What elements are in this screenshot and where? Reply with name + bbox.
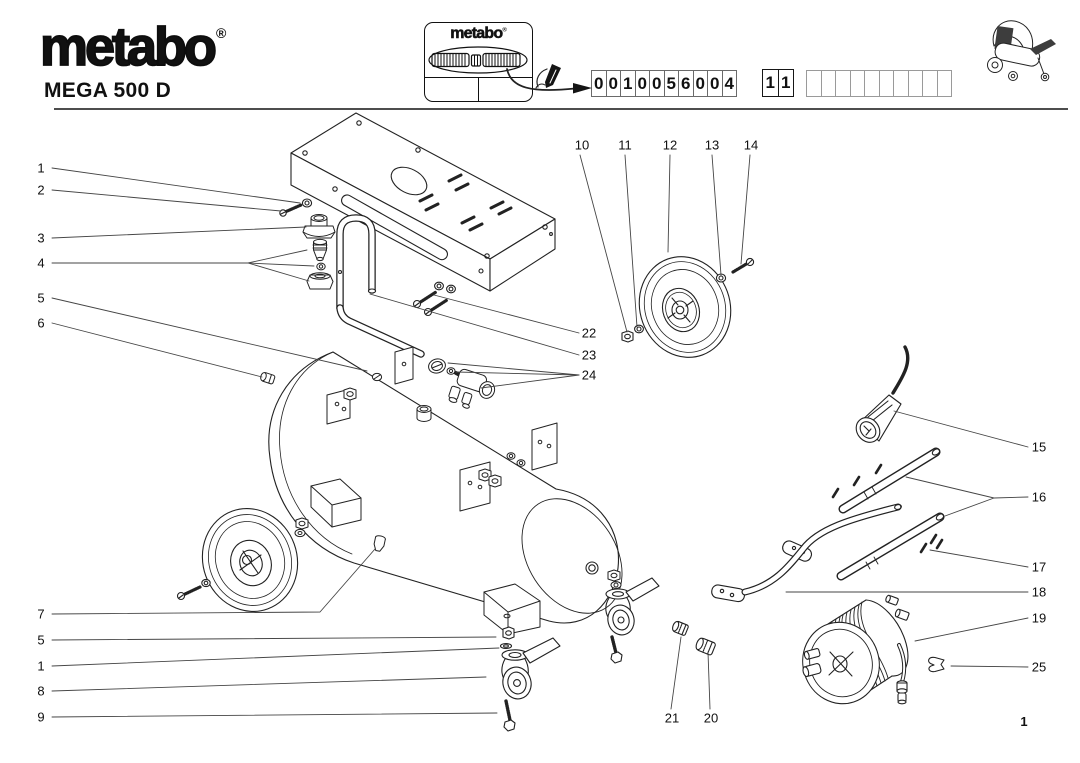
- empty-entry-cell: [936, 70, 952, 97]
- leader-line: [51, 548, 376, 615]
- leader-line: [51, 297, 368, 372]
- leader-line: [740, 154, 751, 265]
- suffix-digit-cell: 1: [777, 69, 794, 97]
- leader-line: [247, 262, 315, 267]
- part-handle-grips: [831, 447, 945, 581]
- part-pressure-pipe: [336, 214, 425, 358]
- leader-line: [893, 410, 1029, 448]
- leader-line: [944, 497, 995, 517]
- leader-line: [711, 154, 722, 276]
- part-tank-brackets: [310, 346, 558, 635]
- leader-line: [707, 651, 711, 710]
- metabo-logo: metabo®: [39, 17, 227, 77]
- registered-mark: ®: [216, 25, 227, 41]
- leader-line: [51, 322, 263, 378]
- part-valve-assembly: [428, 358, 496, 409]
- serial-entry-cells: [806, 70, 952, 97]
- part-caster-front: [499, 626, 561, 732]
- leader-line: [51, 647, 500, 667]
- leader-line: [369, 293, 580, 356]
- leader-line: [51, 189, 282, 212]
- part-power-plug: [855, 345, 910, 443]
- leader-line: [670, 636, 682, 710]
- part-mounting-plate: [290, 112, 556, 292]
- part-wheel-left: [176, 508, 299, 612]
- leader-line: [51, 249, 308, 264]
- part-clip: [928, 656, 945, 673]
- leader-line: [950, 665, 1029, 668]
- pen-icon: [535, 64, 561, 89]
- part-caster-rear: [605, 577, 660, 664]
- leader-line: [480, 374, 580, 389]
- leader-line: [51, 167, 301, 204]
- leader-lines: [51, 154, 1029, 718]
- part-coupling-small: [672, 620, 689, 636]
- leader-line: [51, 712, 498, 718]
- leader-line: [455, 371, 580, 376]
- leader-line: [929, 549, 1029, 568]
- part-fitting-stack: [302, 214, 336, 290]
- grip-screws: [831, 463, 944, 554]
- leader-line: [624, 154, 638, 328]
- plate-divider-v: [478, 77, 479, 101]
- part-coupling-large: [695, 637, 716, 656]
- part-wheel-right: [621, 256, 755, 358]
- order-digit-cell: 0: [591, 70, 607, 97]
- order-digit-cell: 0: [634, 70, 650, 97]
- page-number: 1: [1020, 714, 1028, 729]
- header-divider: [54, 108, 1068, 110]
- leader-line: [247, 262, 310, 282]
- arrow-to-cells: [506, 68, 592, 94]
- leader-line: [905, 476, 1029, 499]
- order-digit-cell: 4: [721, 70, 737, 97]
- serial-plate-barcode: [428, 46, 528, 74]
- serial-plate-brand: metabo®: [450, 25, 507, 43]
- leader-line: [51, 636, 497, 641]
- leader-line: [579, 154, 628, 333]
- leader-line: [447, 362, 580, 376]
- leader-line: [667, 154, 671, 253]
- leader-line: [51, 676, 487, 692]
- part-screw-washer: [279, 198, 313, 217]
- leader-line: [51, 226, 307, 239]
- part-handle-tube: [711, 503, 902, 603]
- part-hose-reel: [802, 594, 910, 705]
- leader-line: [914, 617, 1029, 642]
- serial-plate-box: metabo®: [424, 22, 533, 102]
- mini-compressor-icon: [987, 20, 1056, 82]
- part-tank: [268, 351, 623, 624]
- leader-line: [433, 294, 580, 334]
- model-name: MEGA 500 D: [44, 79, 172, 102]
- part-tank-fittings: [260, 372, 623, 597]
